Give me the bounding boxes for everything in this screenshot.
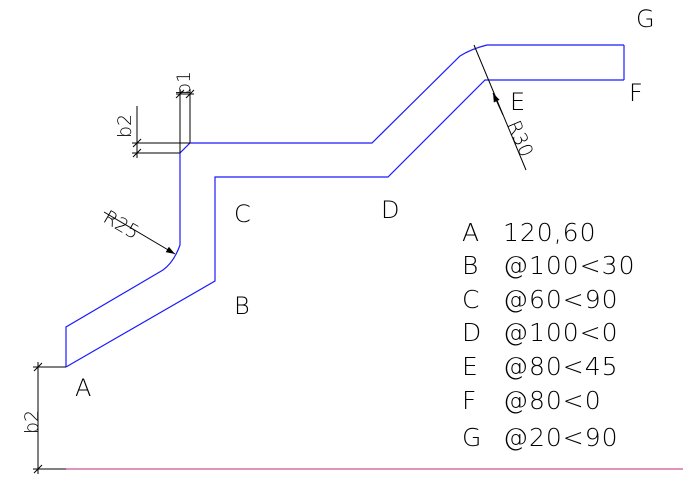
b2-top-label: b2 [114,114,136,138]
coordinate-row: A 120,60 [462,218,596,247]
point-label-e: E [510,88,525,116]
r25-leader [103,211,176,255]
point-label-f: F [629,79,643,107]
point-label-c: C [234,200,251,228]
b2-top-dimension [132,106,190,158]
b2-left-dimension [33,362,66,474]
point-label-b: B [234,292,250,320]
coordinate-value: @80<0 [503,386,602,415]
coordinate-row: G @20<90 [462,423,619,452]
b1-label: b1 [173,71,195,95]
r25-label: R25 [100,206,143,244]
b1-dimension [175,89,195,153]
r30-arrow [492,92,504,116]
coordinate-row: E @80<45 [462,352,619,381]
coordinate-value: 120,60 [503,218,596,247]
coordinate-point: G [462,423,482,452]
coordinate-point: A [462,218,480,247]
coordinate-value: @20<90 [503,423,619,452]
profile-outer-edge [65,79,624,368]
coordinate-point: F [462,386,477,415]
r30-label: R30 [502,117,537,160]
coordinate-row: D @100<0 [462,318,619,347]
b2-left-label: b2 [21,410,43,434]
coordinate-row: C @60<90 [462,285,619,314]
coordinate-point: B [462,251,479,280]
point-label-a: A [75,374,91,402]
coordinate-value: @60<90 [503,285,619,314]
coordinate-point: C [462,285,480,314]
coordinate-row: B @100<30 [462,251,635,280]
coordinate-point: E [462,352,479,381]
profile-inner-edge [65,44,624,367]
coordinate-value: @80<45 [503,352,619,381]
coordinate-point: D [462,318,482,347]
point-label-d: D [381,196,399,224]
coordinate-value: @100<30 [503,251,635,280]
coordinate-row: F @80<0 [462,386,602,415]
coordinate-value: @100<0 [503,318,619,347]
coordinate-table: A 120,60 B @100<30 C @60<90 D @100<0 E @… [462,218,635,452]
point-label-g: G [636,5,655,33]
